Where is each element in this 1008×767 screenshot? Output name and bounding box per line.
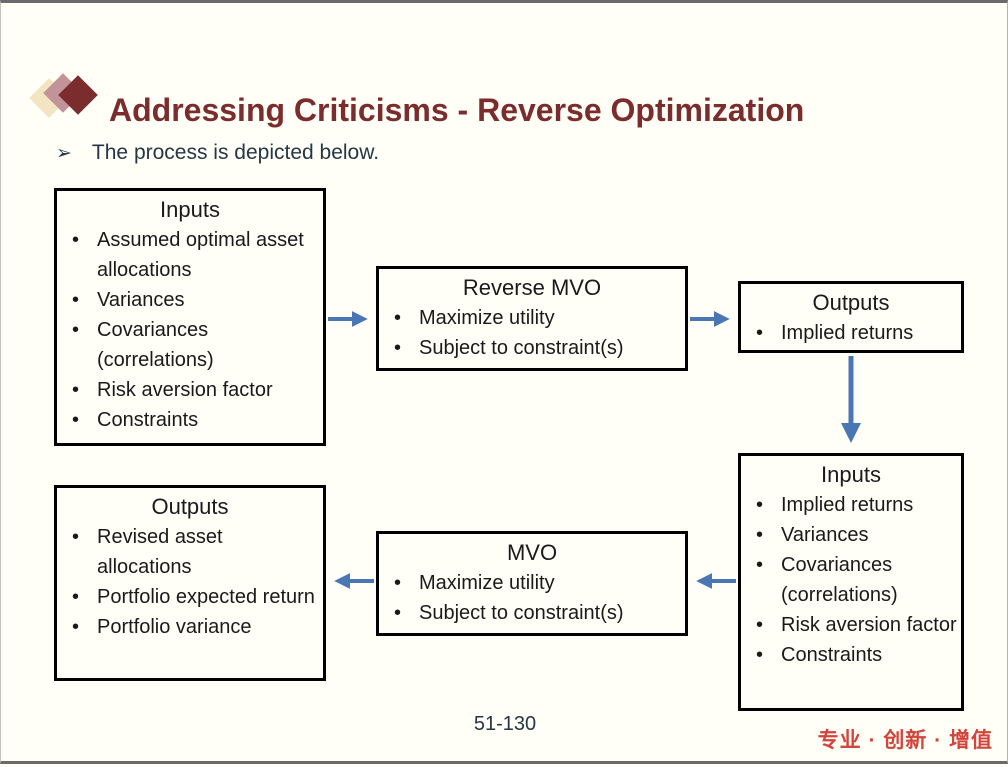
box-item: Constraints — [57, 405, 323, 435]
diagram-box-reverse-mvo: Reverse MVO Maximize utilitySubject to c… — [376, 266, 688, 371]
diagram-box-inputs-top: Inputs Assumed optimal asset allocations… — [54, 188, 326, 446]
box-item-list: Maximize utilitySubject to constraint(s) — [379, 568, 685, 628]
lead-text: The process is depicted below. — [91, 141, 380, 164]
box-item: Constraints — [741, 640, 961, 670]
diagram-box-inputs-right: Inputs Implied returnsVariancesCovarianc… — [738, 453, 964, 711]
box-item: Subject to constraint(s) — [379, 333, 685, 363]
box-item: Maximize utility — [379, 568, 685, 598]
box-item-list: Assumed optimal asset allocationsVarianc… — [57, 225, 323, 435]
footer-logo-text: 专业 · 创新 · 增值 — [817, 729, 993, 752]
box-item: Risk aversion factor — [57, 375, 323, 405]
box-item: Risk aversion factor — [741, 610, 961, 640]
lead-bullet-line: ➢ The process is depicted below. — [56, 141, 379, 165]
box-item: Implied returns — [741, 490, 961, 520]
box-item: Portfolio variance — [57, 612, 323, 642]
box-item-list: Revised asset allocationsPortfolio expec… — [57, 522, 323, 642]
box-item-list: Maximize utilitySubject to constraint(s) — [379, 303, 685, 363]
box-item: Assumed optimal asset allocations — [57, 225, 323, 285]
box-title: Inputs — [160, 197, 220, 222]
box-title: Reverse MVO — [462, 275, 602, 300]
diagram-box-mvo: MVO Maximize utilitySubject to constrain… — [376, 531, 688, 636]
box-item-list: Implied returnsVariancesCovariances (cor… — [741, 490, 961, 670]
diagram-box-outputs-top: Outputs Implied returns — [738, 281, 964, 353]
box-title: MVO — [506, 540, 558, 565]
box-title: Outputs — [812, 290, 890, 315]
box-item-list: Implied returns — [741, 318, 961, 348]
diagram-box-outputs-bottom: Outputs Revised asset allocationsPortfol… — [54, 485, 326, 681]
box-item: Implied returns — [741, 318, 961, 348]
box-item: Variances — [57, 285, 323, 315]
box-title: Outputs — [151, 494, 229, 519]
page-number: 51-130 — [473, 713, 537, 735]
box-item: Portfolio expected return — [57, 582, 323, 612]
box-item: Covariances (correlations) — [57, 315, 323, 375]
box-item: Subject to constraint(s) — [379, 598, 685, 628]
box-item: Variances — [741, 520, 961, 550]
box-item: Revised asset allocations — [57, 522, 323, 582]
box-item: Maximize utility — [379, 303, 685, 333]
page-title: Addressing Criticisms - Reverse Optimiza… — [109, 92, 805, 129]
box-title: Inputs — [821, 462, 881, 487]
box-item: Covariances (correlations) — [741, 550, 961, 610]
arrow-bullet-icon: ➢ — [56, 143, 72, 164]
